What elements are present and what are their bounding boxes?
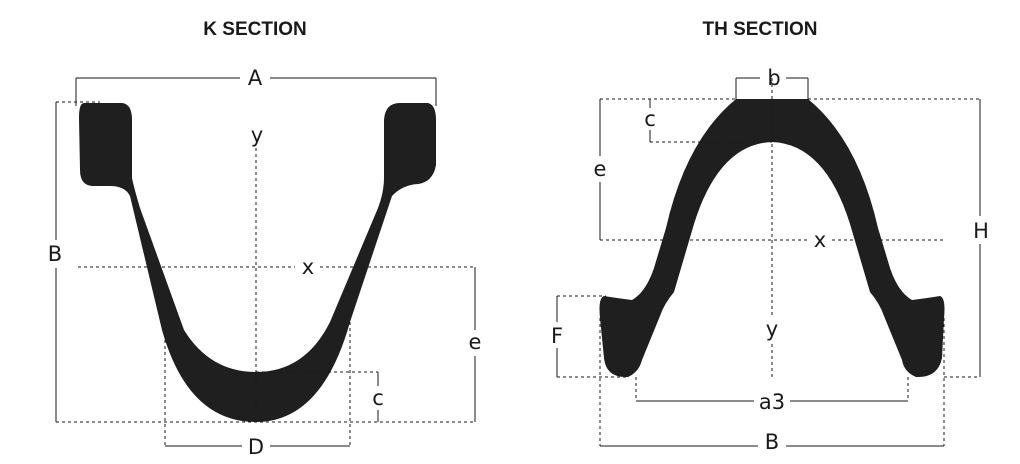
th-section-profile <box>599 99 945 378</box>
th-label-a3: a3 <box>759 390 785 414</box>
th-section: TH SECTION b c e x y H F a3 <box>551 19 989 454</box>
th-dim-b <box>735 77 809 99</box>
th-label-b: b <box>767 66 780 90</box>
k-section: K SECTION A B y x e c D <box>48 19 482 459</box>
k-label-e: e <box>469 330 482 354</box>
k-section-title: K SECTION <box>203 19 306 40</box>
th-dim-f-ext <box>557 295 628 378</box>
th-label-bottom-b: B <box>765 430 779 454</box>
k-dim-d-ext <box>164 322 351 446</box>
th-label-y: y <box>766 317 778 341</box>
k-dim-a-ticks <box>75 78 437 106</box>
k-label-x: x <box>302 255 314 279</box>
th-section-title: TH SECTION <box>702 19 817 40</box>
k-label-y: y <box>251 123 263 147</box>
k-section-profile <box>79 103 436 422</box>
th-label-h: H <box>973 219 989 243</box>
th-label-f: F <box>551 324 563 348</box>
k-label-c: c <box>372 386 384 410</box>
k-label-b: B <box>48 242 62 266</box>
th-label-c: c <box>644 107 656 131</box>
k-label-d: D <box>248 435 264 459</box>
th-label-x: x <box>814 228 826 252</box>
th-label-e: e <box>594 157 607 181</box>
k-label-a: A <box>248 66 263 90</box>
th-dim-a3-ext <box>635 377 909 401</box>
